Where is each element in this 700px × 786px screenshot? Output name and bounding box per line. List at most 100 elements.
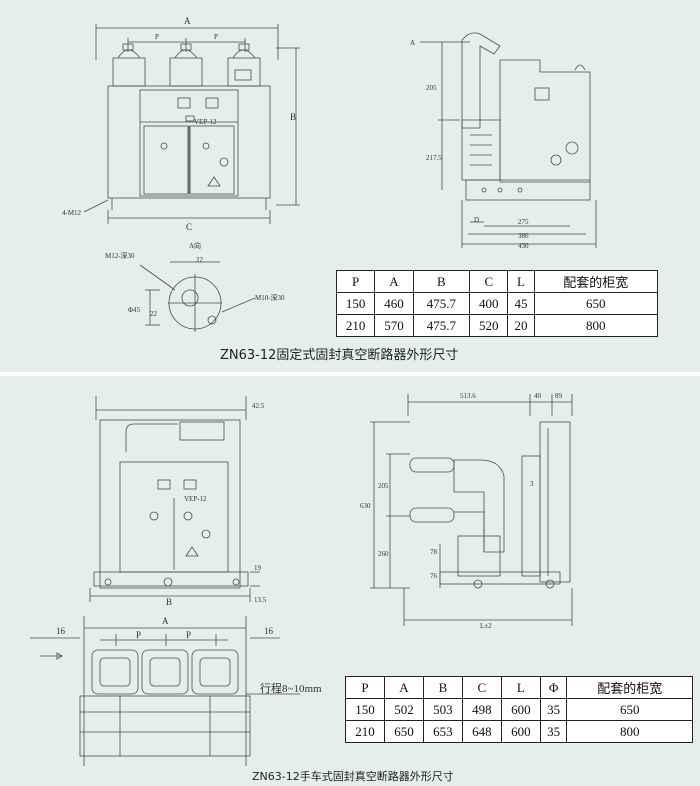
stroke-label: 行程8~10mm <box>260 682 322 695</box>
table-cell: 45 <box>507 292 535 315</box>
table-header: A <box>374 270 414 293</box>
table-row: 210 570 475.7 520 20 800 <box>335 314 659 337</box>
vep-model-label: VEP-12 <box>194 118 217 126</box>
dim-label-19: 19 <box>254 564 262 572</box>
fixed-type-drawing: A P P B C 4-M12 VEP-12 A向 M12-深30 M10-深3… <box>62 16 597 332</box>
dim-label-76: 76 <box>430 572 438 580</box>
table-header: A <box>383 676 424 699</box>
table-cell: 650 <box>383 720 424 743</box>
dim-label-205: 205 <box>426 84 437 92</box>
trolley-caption: ZN63-12手车式固封真空断路器外形尺寸 <box>252 770 454 783</box>
table-cell: 653 <box>422 720 463 743</box>
dim-label-phi45: Φ45 <box>128 306 141 314</box>
table-cell: 503 <box>422 698 463 721</box>
table-row: 210 650 653 648 600 35 800 <box>345 720 693 743</box>
dim-label-430: 430 <box>518 242 529 250</box>
vep-model-label-trolley: VEP-12 <box>184 495 207 503</box>
table-cell: 650 <box>533 292 659 315</box>
dim-label-c: C <box>186 222 192 232</box>
front-view <box>83 24 300 224</box>
table-cell: 498 <box>461 698 502 721</box>
trolley-spec-table: P A B C L Φ 配套的柜宽 150 502 503 498 600 35… <box>345 676 693 743</box>
dim-label-b-trolley: B <box>166 597 172 607</box>
table-cell: 800 <box>533 314 659 337</box>
table-cell: 650 <box>566 698 693 721</box>
table-header: P <box>335 270 376 293</box>
table-cell: 475.7 <box>412 314 471 337</box>
table-header: L <box>507 270 535 293</box>
fixed-spec-table: P A B C L 配套的柜宽 150 460 475.7 400 45 650… <box>335 270 659 337</box>
dim-label-a: A <box>184 16 191 26</box>
table-cell: 20 <box>507 314 535 337</box>
fixed-type-panel: A P P B C 4-M12 VEP-12 A向 M12-深30 M10-深3… <box>0 0 700 372</box>
table-cell: 460 <box>374 292 414 315</box>
front-view-trolley <box>89 396 260 602</box>
table-cell: 520 <box>469 314 509 337</box>
dim-label-p1: P <box>155 33 159 41</box>
a-view-label: A向 <box>189 241 201 250</box>
dim-label-a-trolley: A <box>162 616 169 626</box>
m12-hole-label: M12-深30 <box>105 251 135 260</box>
table-cell: 150 <box>345 698 385 721</box>
trolley-type-panel: 42.5 VEP-12 19 13.5 B 16 16 A P P 行程8~10… <box>0 376 700 786</box>
top-view-trolley <box>30 616 300 766</box>
dim-label-b: B <box>290 112 296 122</box>
dim-label-42-5: 42.5 <box>252 402 265 410</box>
dim-label-p1-trolley: P <box>136 630 141 640</box>
dim-label-l2: L±2 <box>480 622 492 630</box>
table-cell: 210 <box>335 314 376 337</box>
trolley-type-drawing: 42.5 VEP-12 19 13.5 B 16 16 A P P 行程8~10… <box>30 392 573 766</box>
side-view-trolley <box>370 394 573 626</box>
table-header: 配套的柜宽 <box>533 270 659 293</box>
table-header: L <box>500 676 541 699</box>
dim-label-16b: 16 <box>264 626 274 636</box>
table-cell: 502 <box>383 698 424 721</box>
dim-label-p2: P <box>214 33 218 41</box>
table-header: Φ <box>539 676 568 699</box>
dim-label-p2-trolley: P <box>186 630 191 640</box>
table-header: 配套的柜宽 <box>566 676 693 699</box>
table-row: 150 460 475.7 400 45 650 <box>335 292 659 315</box>
dim-label-78: 78 <box>430 548 438 556</box>
table-cell: 400 <box>469 292 509 315</box>
table-row: 150 502 503 498 600 35 650 <box>345 698 693 721</box>
table-header: B <box>422 676 463 699</box>
m10-hole-label: M10-深30 <box>255 293 285 302</box>
table-cell: 35 <box>539 720 568 743</box>
fixed-caption: ZN63-12固定式固封真空断路器外形尺寸 <box>220 348 459 363</box>
dim-label-275: 275 <box>518 218 529 226</box>
a-view-detail <box>139 261 256 332</box>
dim-label-22a: 22 <box>196 256 204 264</box>
dim-label-22b: 22 <box>150 310 158 318</box>
dim-label-217: 217.5 <box>426 154 442 162</box>
table-header: C <box>469 270 509 293</box>
side-view-fixed <box>420 32 597 248</box>
dim-label-13-5: 13.5 <box>254 596 267 604</box>
table-header: C <box>461 676 502 699</box>
dim-label-205-trolley: 205 <box>378 482 389 490</box>
dim-label-630: 630 <box>360 502 371 510</box>
table-cell: 150 <box>335 292 376 315</box>
dim-label-3: 3 <box>530 480 534 488</box>
dim-label-260: 260 <box>378 550 389 558</box>
dim-label-16a: 16 <box>56 626 66 636</box>
dim-label-4m12: 4-M12 <box>62 209 82 217</box>
dim-label-513-6: 513.6 <box>460 392 476 400</box>
table-header-row: P A B C L Φ 配套的柜宽 <box>345 676 693 699</box>
side-label-a: A <box>410 39 415 47</box>
dim-label-40: 40 <box>534 392 542 400</box>
dim-label-89: 89 <box>555 392 563 400</box>
table-cell: 600 <box>500 698 541 721</box>
table-cell: 648 <box>461 720 502 743</box>
table-cell: 210 <box>345 720 385 743</box>
table-cell: 35 <box>539 698 568 721</box>
table-cell: 570 <box>374 314 414 337</box>
dim-label-d: D <box>474 216 479 224</box>
dim-label-386: 386 <box>518 232 529 240</box>
table-cell: 475.7 <box>412 292 471 315</box>
table-header: B <box>412 270 471 293</box>
table-cell: 600 <box>500 720 541 743</box>
table-cell: 800 <box>566 720 693 743</box>
table-header: P <box>345 676 385 699</box>
table-header-row: P A B C L 配套的柜宽 <box>335 270 659 293</box>
